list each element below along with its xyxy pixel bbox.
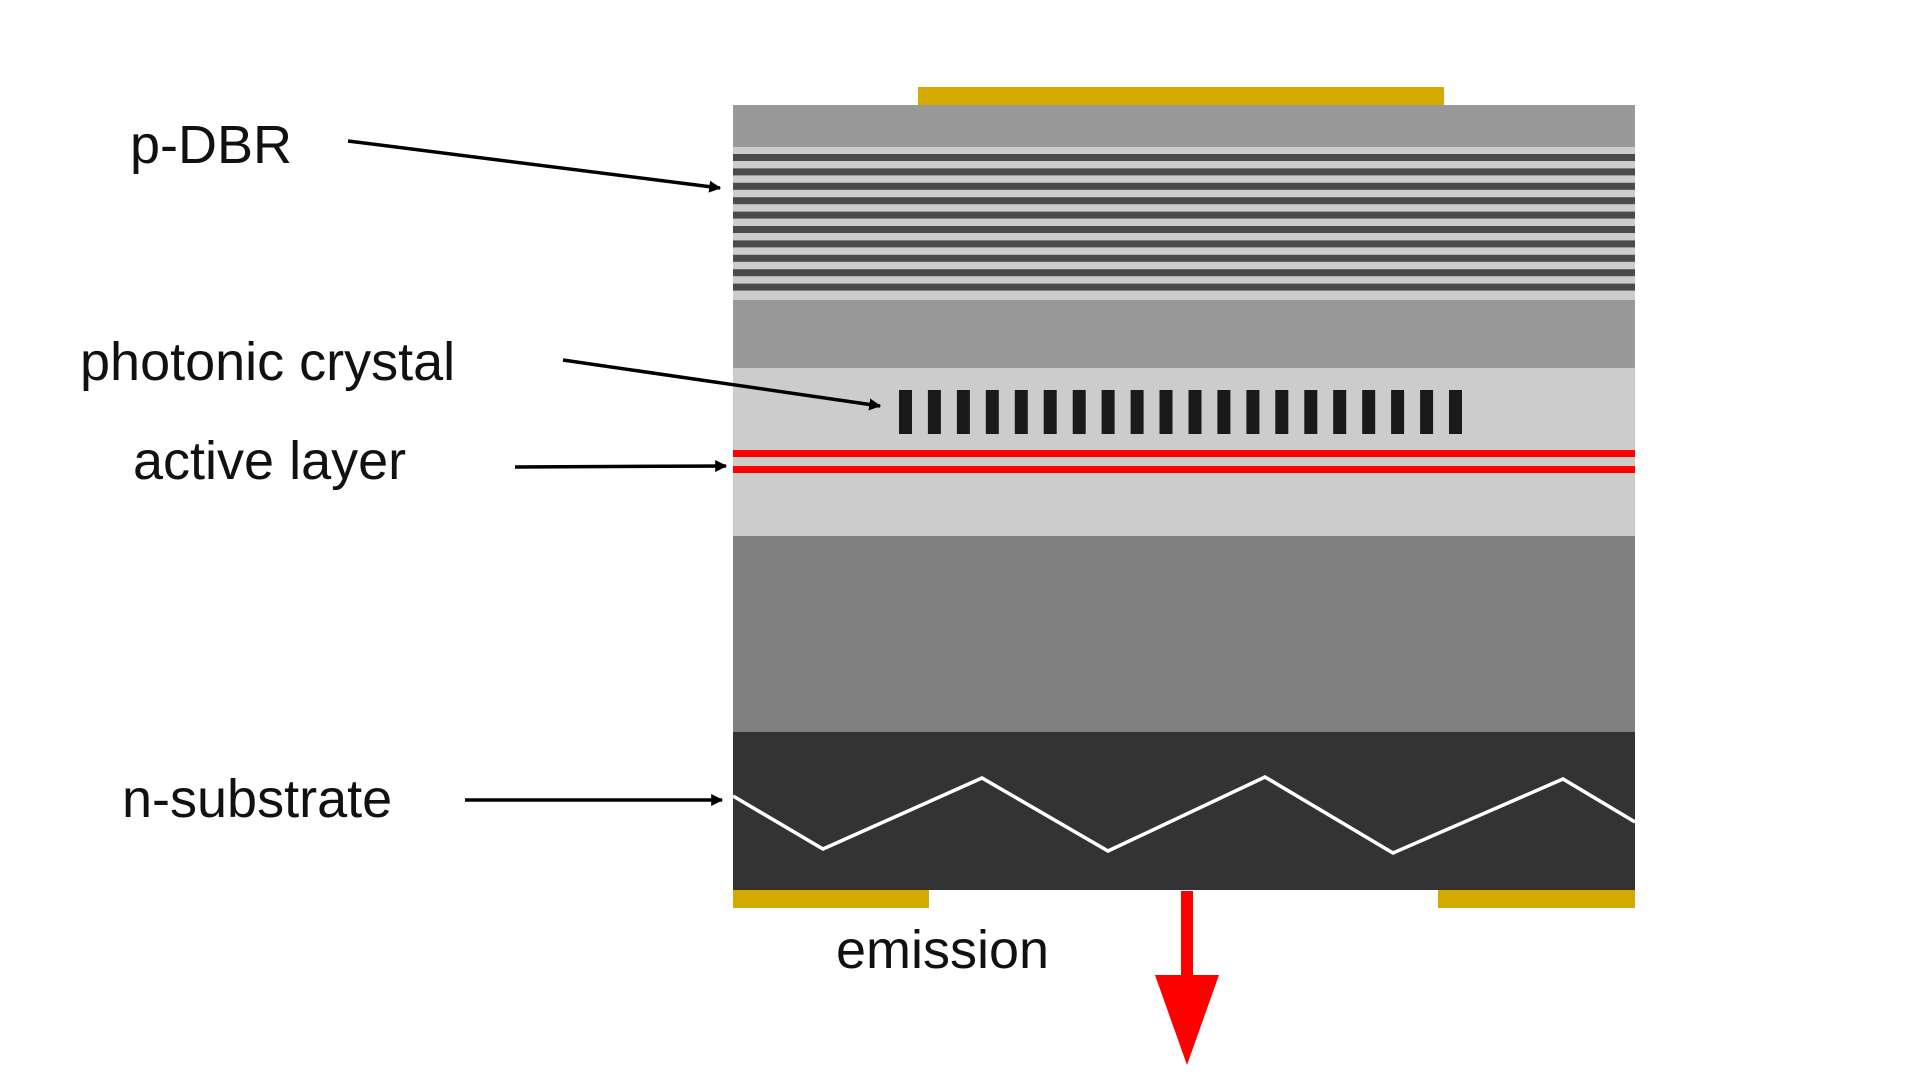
photonic-crystal-bar: [985, 390, 999, 434]
photonic-crystal-bar: [1014, 390, 1028, 434]
layer-stack: [732, 87, 1636, 908]
n-substrate-label: n-substrate: [122, 769, 392, 829]
photonic-crystal-bar: [1275, 390, 1289, 434]
photonic-crystal-bar: [1159, 390, 1173, 434]
active-layer-line-top: [733, 450, 1635, 457]
emission-label: emission: [836, 920, 1049, 980]
photonic-crystal-bar: [1333, 390, 1347, 434]
photonic-crystal-bar: [1217, 390, 1231, 434]
p-dbr-dark-layer: [733, 240, 1635, 248]
n-substrate-layer: [733, 732, 1635, 890]
photonic-crystal-bar: [1043, 390, 1057, 434]
photonic-crystal-bar: [927, 390, 941, 434]
photonic-crystal-bar: [1391, 390, 1405, 434]
p-dbr-dark-layer: [733, 197, 1635, 205]
photonic-crystal-bar: [1072, 390, 1086, 434]
photonic-crystal-arrow: [562, 358, 882, 411]
photonic-crystal-bar: [1362, 390, 1376, 434]
bottom-contact-left: [733, 890, 929, 908]
top-contact: [918, 87, 1444, 105]
p-dbr-dark-layer: [733, 154, 1635, 161]
photonic-crystal-bar: [1246, 390, 1260, 434]
photonic-crystal-bar: [956, 390, 970, 434]
label-arrows: [347, 139, 882, 806]
photonic-crystal-label: photonic crystal: [80, 332, 455, 392]
photonic-crystal-bar: [1188, 390, 1202, 434]
photonic-crystal-grating: [899, 390, 1462, 434]
top-cladding-layer: [733, 105, 1635, 147]
active-layer-arrow: [514, 460, 728, 473]
photonic-crystal-bar: [1420, 390, 1434, 434]
photonic-crystal-bar: [899, 390, 912, 434]
p-dbr-dark-layer: [733, 182, 1635, 190]
upper-spacer-layer: [733, 300, 1635, 368]
photonic-crystal-bar: [1304, 390, 1318, 434]
p-dbr-label: p-DBR: [130, 115, 292, 175]
photonic-crystal-bar: [1101, 390, 1115, 434]
emission-arrow: [1155, 891, 1219, 1065]
p-dbr-arrow: [347, 139, 722, 193]
active-layer-label: active layer: [133, 431, 406, 491]
photonic-crystal-bar: [1130, 390, 1144, 434]
p-dbr-dark-layers: [733, 154, 1635, 291]
emission-arrowhead: [1155, 975, 1219, 1065]
p-dbr-dark-layer: [733, 283, 1635, 291]
p-dbr-dark-layer: [733, 269, 1635, 277]
p-dbr-dark-layer: [733, 226, 1635, 233]
p-dbr-dark-layer: [733, 254, 1635, 262]
bottom-contact-right: [1438, 890, 1635, 908]
active-layer-line-bottom: [733, 466, 1635, 473]
buffer-layer: [733, 536, 1635, 732]
p-dbr-dark-layer: [733, 211, 1635, 219]
p-dbr-dark-layer: [733, 168, 1635, 176]
substrate-texture-line: [732, 775, 1636, 855]
photonic-crystal-bar: [1449, 390, 1462, 434]
